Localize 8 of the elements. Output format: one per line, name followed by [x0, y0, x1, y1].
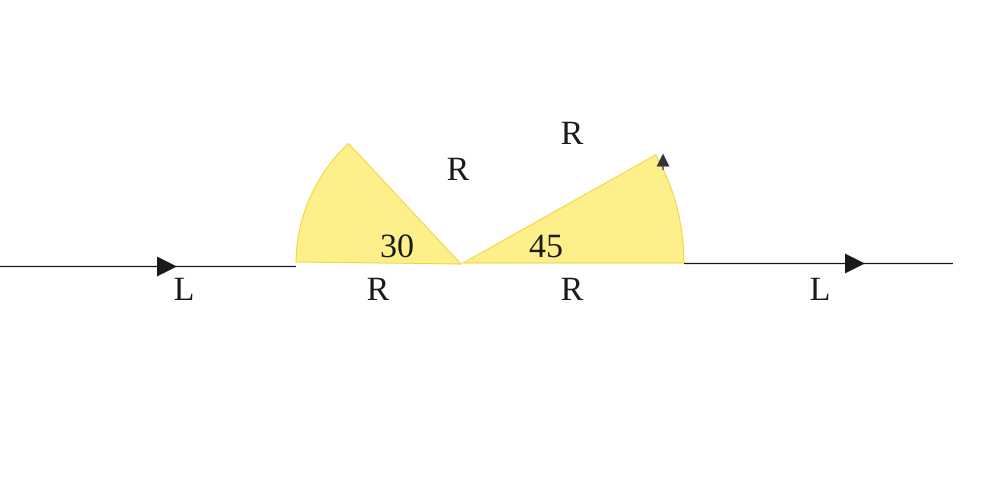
label: L	[174, 273, 194, 307]
label: R	[366, 273, 390, 307]
label: 45	[529, 230, 563, 264]
label: R	[560, 117, 584, 151]
label: R	[560, 273, 584, 307]
label: R	[446, 153, 470, 187]
label: L	[810, 273, 830, 307]
label: 30	[380, 230, 414, 264]
